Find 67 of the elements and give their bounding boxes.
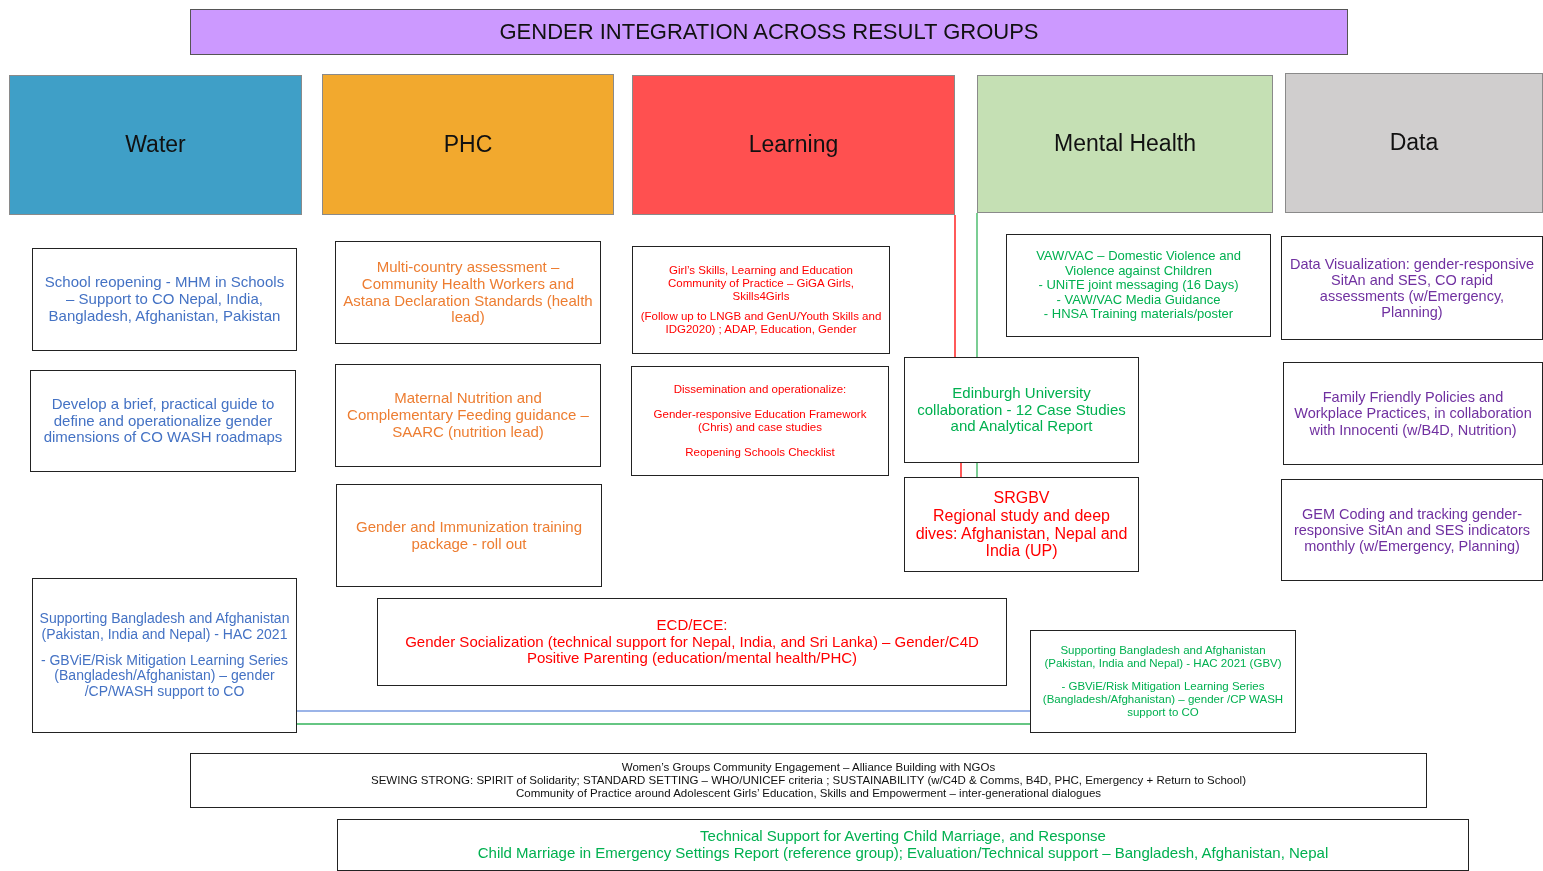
activity-text: Gender-responsive Education Framework (Chris) and case studies: [652, 408, 868, 434]
activity-box: [32, 578, 297, 733]
activity-text: (Follow up to LNGB and GenU/Youth Skills and IDG2020) ; ADAP, Education, Gender: [639, 310, 883, 337]
activity-box: [32, 248, 297, 351]
activity-box: [335, 364, 601, 467]
group-header-box: [9, 75, 302, 215]
activity-box: [1030, 630, 1296, 733]
activity-text: Dissemination and operationalize:: [673, 383, 847, 397]
connector-line: [976, 462, 978, 478]
activity-text: Multi-country assessment – Community Health Workers and Astana Declaration Standards (health lead): [342, 258, 594, 327]
activity-text: School reopening - MHM in Schools – Support to CO Nepal, India, Bangladesh, Afghanistan, Pakistan: [43, 274, 286, 325]
group-title: PHC: [443, 131, 493, 158]
activity-text: GEM Coding and tracking gender-responsive SitAn and SES indicators monthly (w/Emergency, Planning): [1292, 505, 1532, 555]
activity-text: Maternal Nutrition and Complementary Feeding guidance – SAARC (nutrition lead): [346, 390, 590, 441]
activity-text: Women’s Groups Community Engagement – Alliance Building with NGOs: [621, 761, 996, 775]
activity-text: Gender and Immunization training package - roll out: [355, 518, 583, 553]
activity-text: Child Marriage in Emergency Settings Report (reference group); Evaluation/Technical support – Bangladesh, Afghanistan, Nepal: [477, 845, 1329, 862]
activity-box: [1006, 234, 1271, 337]
activity-box: [336, 484, 602, 587]
group-title: Mental Health: [1054, 131, 1196, 157]
activity-box: [190, 753, 1427, 808]
activity-text: - GBViE/Risk Mitigation Learning Series (Bangladesh/Afghanistan) – gender /CP WASH support to CO: [1041, 680, 1285, 719]
title-text: GENDER INTEGRATION ACROSS RESULT GROUPS: [499, 19, 1039, 45]
activity-box: [904, 477, 1139, 572]
activity-box: [335, 241, 601, 344]
connector-line: [296, 710, 1031, 712]
activity-box: [377, 598, 1007, 686]
activity-text: VAW/VAC – Domestic Violence and Violence against Children: [1035, 249, 1242, 279]
activity-text: SRGBV: [993, 488, 1050, 507]
group-header-box: [632, 75, 955, 215]
connector-line: [296, 723, 1031, 725]
activity-text: Family Friendly Policies and Workplace Practices, in collaboration with Innocenti (w/B4D, Nutrition): [1293, 389, 1533, 438]
activity-text: Technical Support for Averting Child Marriage, and Response: [700, 828, 1106, 845]
activity-box: [632, 246, 890, 354]
activity-text: Reopening Schools Checklist: [685, 445, 835, 459]
activity-text: Supporting Bangladesh and Afghanistan (Pakistan, India and Nepal) - HAC 2021: [39, 611, 290, 643]
activity-box: [1281, 479, 1543, 581]
activity-box: [1283, 362, 1543, 465]
connector-line: [954, 214, 956, 358]
group-title: Learning: [748, 132, 839, 158]
activity-text: Data Visualization: gender-responsive SitAn and SES, CO rapid assessments (w/Emergency, Planning): [1289, 255, 1535, 321]
activity-text: Community of Practice around Adolescent Girls’ Education, Skills and Empowerment – inter-generational dialogues: [515, 786, 1102, 800]
group-header-box: [322, 74, 614, 215]
activity-text: Positive Parenting (education/mental health/PHC): [526, 650, 858, 668]
activity-text: - HNSA Training materials/poster: [1043, 307, 1234, 322]
activity-text: SEWING STRONG: SPIRIT of Solidarity; STANDARD SETTING – WHO/UNICEF criteria ; SUSTAINABILITY (w/C4D & Comms, B4D, PHC, Emergency + Return to School): [371, 774, 1246, 787]
group-title: Data: [1389, 130, 1439, 156]
connector-line: [976, 212, 978, 358]
group-title: Water: [125, 132, 186, 158]
activity-text: Gender Socialization (technical support for Nepal, India, and Sri Lanka) – Gender/C4D: [405, 633, 979, 651]
activity-text: Develop a brief, practical guide to define and operationalize gender dimensions of CO WASH roadmaps: [42, 395, 284, 447]
activity-text: ECD/ECE:: [656, 616, 728, 634]
activity-box: [30, 370, 296, 472]
group-header-box: [977, 75, 1273, 213]
activity-text: - GBViE/Risk Mitigation Learning Series (Bangladesh/Afghanistan) – gender /CP/WASH support to CO: [39, 652, 290, 700]
activity-box: [1281, 236, 1543, 340]
activity-text: Regional study and deep dives: Afghanistan, Nepal and India (UP): [914, 506, 1129, 561]
group-header-box: [1285, 73, 1543, 213]
activity-text: Edinburgh University collaboration - 12 Case Studies and Analytical Report: [916, 384, 1127, 436]
activity-text: - VAW/VAC Media Guidance: [1056, 292, 1221, 308]
connector-line: [960, 462, 962, 478]
activity-box: [631, 366, 889, 476]
activity-box: [904, 357, 1139, 463]
activity-text: Girl’s Skills, Learning and Education Community of Practice – GiGA Girls, Skills4Girls: [667, 263, 855, 303]
activity-box: [337, 819, 1469, 871]
activity-text: - UNiTE joint messaging (16 Days): [1038, 278, 1239, 293]
activity-text: Supporting Bangladesh and Afghanistan (Pakistan, India and Nepal) - HAC 2021 (GBV): [1043, 644, 1283, 671]
